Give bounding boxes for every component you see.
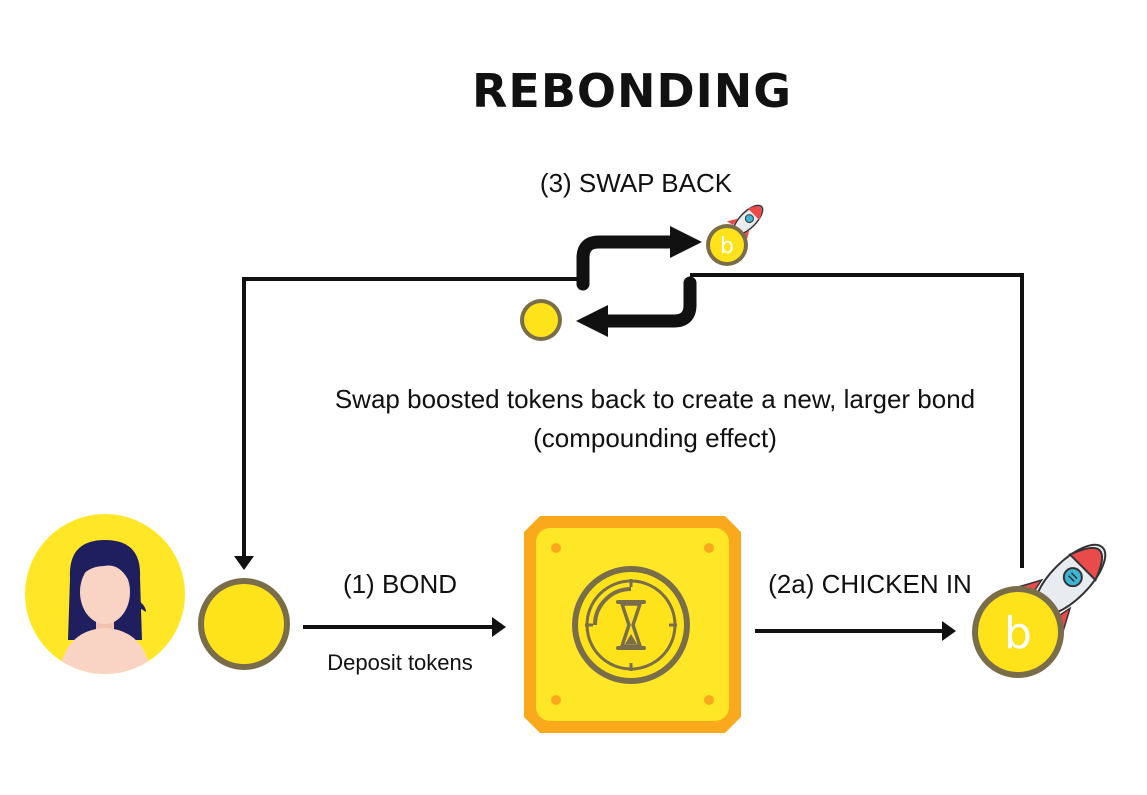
swap-description: Swap boosted tokens back to create a new… — [334, 384, 976, 453]
chicken-in-arrow — [755, 621, 956, 641]
boosted-token-icon: b — [706, 204, 764, 266]
bond-vault-icon — [524, 516, 741, 733]
boosted-token-letter: b — [1004, 608, 1032, 659]
bond-label: (1) BOND — [342, 569, 458, 599]
bond-arrow — [303, 617, 506, 637]
hourglass-icon — [616, 600, 646, 650]
user-avatar-icon — [25, 514, 185, 674]
boosted-token-icon: b — [972, 543, 1107, 678]
token-coin-icon — [520, 299, 562, 341]
loop-line-right — [690, 273, 1024, 568]
token-coin-icon — [198, 578, 290, 670]
diagram-title: REBONDING — [471, 64, 793, 118]
boosted-token-letter: b — [720, 234, 734, 259]
swap-arrows-icon — [576, 226, 702, 337]
swap-back-label: (3) SWAP BACK — [539, 168, 733, 198]
deposit-tokens-label: Deposit tokens — [327, 650, 473, 675]
chicken-in-label: (2a) CHICKEN IN — [768, 569, 972, 599]
loop-line-left — [234, 277, 585, 570]
